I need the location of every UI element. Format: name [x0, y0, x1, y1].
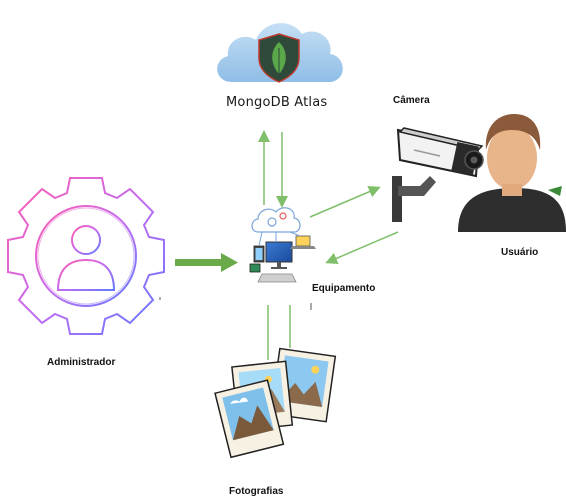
computer-equipment-icon	[249, 207, 316, 283]
photos-icon	[214, 347, 337, 459]
equipment-label: Equipamento	[312, 283, 376, 294]
diagram-arrows	[258, 130, 399, 360]
arrow-admin-to-equipment	[175, 253, 238, 272]
arrow-camera-to-equipment	[325, 231, 399, 264]
mongodb-cloud-icon	[217, 23, 343, 83]
security-camera-icon	[392, 127, 484, 222]
admin-label: Administrador	[47, 357, 116, 368]
arrow-equipment-to-camera	[309, 186, 381, 218]
user-label: Usuário	[501, 247, 539, 258]
photos-label: Fotografias	[229, 486, 284, 497]
user-avatar-icon	[458, 114, 566, 232]
camera-label: Câmera	[393, 95, 430, 106]
admin-gear-icon	[7, 177, 165, 335]
mongodb-label: MongoDB Atlas	[226, 95, 328, 110]
